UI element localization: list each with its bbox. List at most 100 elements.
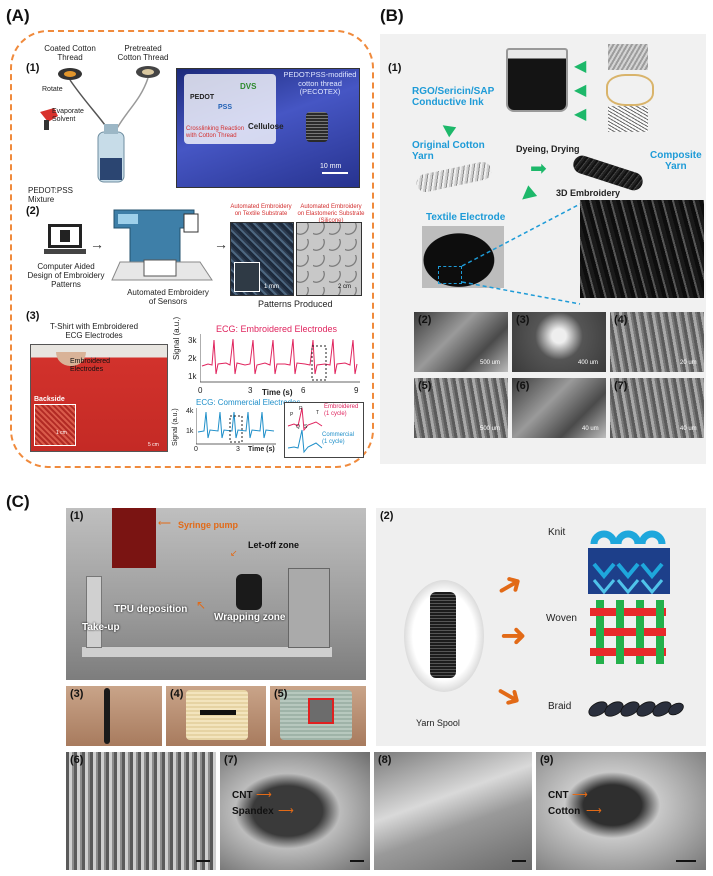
cotton-arrow-icon: ⟶ — [586, 805, 602, 817]
x-tick-0b: 0 — [194, 446, 198, 453]
y-tick-4k: 4k — [186, 408, 194, 415]
panel-b1-label: (1) — [388, 62, 402, 74]
panel-b-label: (B) — [380, 6, 404, 25]
x-tick-3: 3 — [248, 386, 253, 395]
original-yarn-text: Original Cotton Yarn — [412, 140, 485, 162]
signal-axis-label: Signal (a.u.) — [172, 316, 181, 360]
x-tick-6: 6 — [301, 386, 306, 395]
auto-embroidery-label: Automated Embroidery of Sensors — [127, 288, 209, 306]
t-wave-label: T — [316, 410, 320, 416]
s-wave-label: S — [304, 424, 308, 430]
ecg-cycle-plot — [287, 407, 323, 454]
wrist-photo-3 — [66, 686, 162, 746]
textile-substrate-label: Automated Embroidery on Textile Substrat… — [230, 204, 292, 217]
arrow-left-icon: ◀ — [574, 82, 587, 99]
pedot-label: PEDOT — [190, 94, 215, 101]
embroidered-electrodes-label: Embroidered Electrodes — [70, 358, 111, 373]
panel-c7-label: (7) — [224, 754, 238, 766]
yarn-spool-label: Yarn Spool — [416, 718, 460, 728]
laptop-icon — [44, 224, 86, 254]
sem-image-c9 — [536, 752, 706, 870]
scale-40um-2: 40 um — [680, 426, 697, 432]
ecg-embroidered-trace — [201, 338, 358, 375]
sensor-strip-4 — [200, 710, 236, 715]
panel-a1-label: (1) — [26, 62, 40, 74]
y-tick-2k: 2k — [188, 354, 197, 363]
backside-inset-photo — [34, 404, 76, 446]
sap-drawing — [608, 106, 648, 132]
cellulose-label: Cellulose — [248, 122, 284, 131]
right-frame — [288, 568, 330, 648]
y-tick-3k: 3k — [188, 336, 197, 345]
panel-b2-label: (2) — [418, 314, 432, 326]
scale-bar-c6 — [196, 860, 210, 862]
silicone-embroidery-photo — [296, 222, 362, 296]
knit-label: Knit — [548, 527, 566, 538]
cnt-arrow-icon: ⟶ — [256, 789, 272, 801]
scale-bar-c9 — [676, 860, 696, 862]
sem-image-c6 — [66, 752, 216, 870]
scale-500um-2: 500 um — [480, 426, 501, 432]
panel-c4-label: (4) — [170, 688, 184, 700]
spandex-arrow-icon: ⟶ — [278, 805, 294, 817]
sem-image-4 — [610, 312, 704, 372]
pretreated-thread-label: Pretreated Cotton Thread — [117, 44, 169, 62]
ecg-commercial-title: ECG: Commercial Electrodes — [196, 398, 301, 407]
panel-c3-label: (3) — [70, 688, 84, 700]
ecg-commercial-trace — [197, 411, 275, 439]
arrow-left-icon: ◀ — [574, 106, 587, 123]
electrode-sem-photo — [580, 200, 704, 298]
backside-label: Backside — [34, 396, 65, 403]
elastomeric-substrate-label: Automated Embroidery on Elastomeric Subs… — [297, 204, 365, 224]
scale-5cm: 5 cm — [148, 442, 159, 448]
evaporate-label: Evaporate Solvent — [52, 108, 84, 123]
arrow-to-woven-icon: ➜ — [500, 617, 527, 653]
panel-c-label: (C) — [6, 492, 30, 511]
r-wave-label: R — [299, 406, 303, 412]
3d-embroidery-label: 3D Embroidery — [556, 188, 621, 198]
knit-sleeve-4 — [186, 690, 248, 740]
pedotpss-mixture-label: PEDOT:PSS Mixture — [28, 186, 73, 204]
sem-image-6 — [512, 378, 606, 438]
braid-label: Braid — [548, 701, 572, 712]
tpu-label: TPU deposition — [114, 604, 188, 615]
scale-bar — [322, 172, 348, 174]
wrist-band-3 — [104, 688, 110, 744]
sem-image-c7 — [220, 752, 370, 870]
graphene-sheet-drawing — [608, 44, 648, 70]
syringe-arrow-icon: ⟵ — [158, 518, 171, 528]
braid-pattern — [588, 701, 684, 717]
cnt-label-2: CNT — [548, 790, 569, 801]
cad-label: Computer Aided Design of Embroidery Patt… — [27, 262, 105, 289]
sem-image-3 — [512, 312, 606, 372]
panel-c6-label: (6) — [70, 754, 84, 766]
let-off-label: Let-off zone — [248, 540, 299, 550]
panel-c9-label: (9) — [540, 754, 554, 766]
x-tick-9: 9 — [354, 386, 359, 395]
panel-c8-label: (8) — [378, 754, 392, 766]
sem-image-2 — [414, 312, 508, 372]
panel-b5-label: (5) — [418, 380, 432, 392]
ecg-embroidered-title: ECG: Embroidered Electrodes — [216, 324, 338, 334]
scale-500um: 500 um — [480, 360, 501, 366]
scale-400um: 400 um — [578, 360, 599, 366]
wrapping-zone-label: Wrapping zone — [214, 612, 286, 623]
sem-image-5 — [414, 378, 508, 438]
pecotex-label: PEDOT:PSS-modified cotton thread (PECOTE… — [283, 70, 357, 96]
panel-b7-label: (7) — [614, 380, 628, 392]
knit-pattern — [588, 530, 670, 594]
panel-b3-label: (3) — [516, 314, 530, 326]
panel-b4-label: (4) — [614, 314, 628, 326]
sericin-drawing — [606, 74, 654, 106]
q-wave-label: Q — [296, 424, 300, 430]
patterns-produced-label: Patterns Produced — [258, 299, 333, 309]
crosslinking-label: Crosslinking Reaction with Cotton Thread — [186, 126, 245, 139]
sem-image-7 — [610, 378, 704, 438]
wrapping-arrow-icon: ↖ — [196, 598, 207, 612]
arrow-right-icon: ➡ — [530, 158, 547, 180]
panel-b6-label: (6) — [516, 380, 530, 392]
pss-label: PSS — [218, 104, 233, 111]
time-axis-label: Time (s) — [262, 388, 293, 397]
panel-a-frame — [10, 30, 374, 468]
scale-bar-c8 — [512, 860, 526, 862]
